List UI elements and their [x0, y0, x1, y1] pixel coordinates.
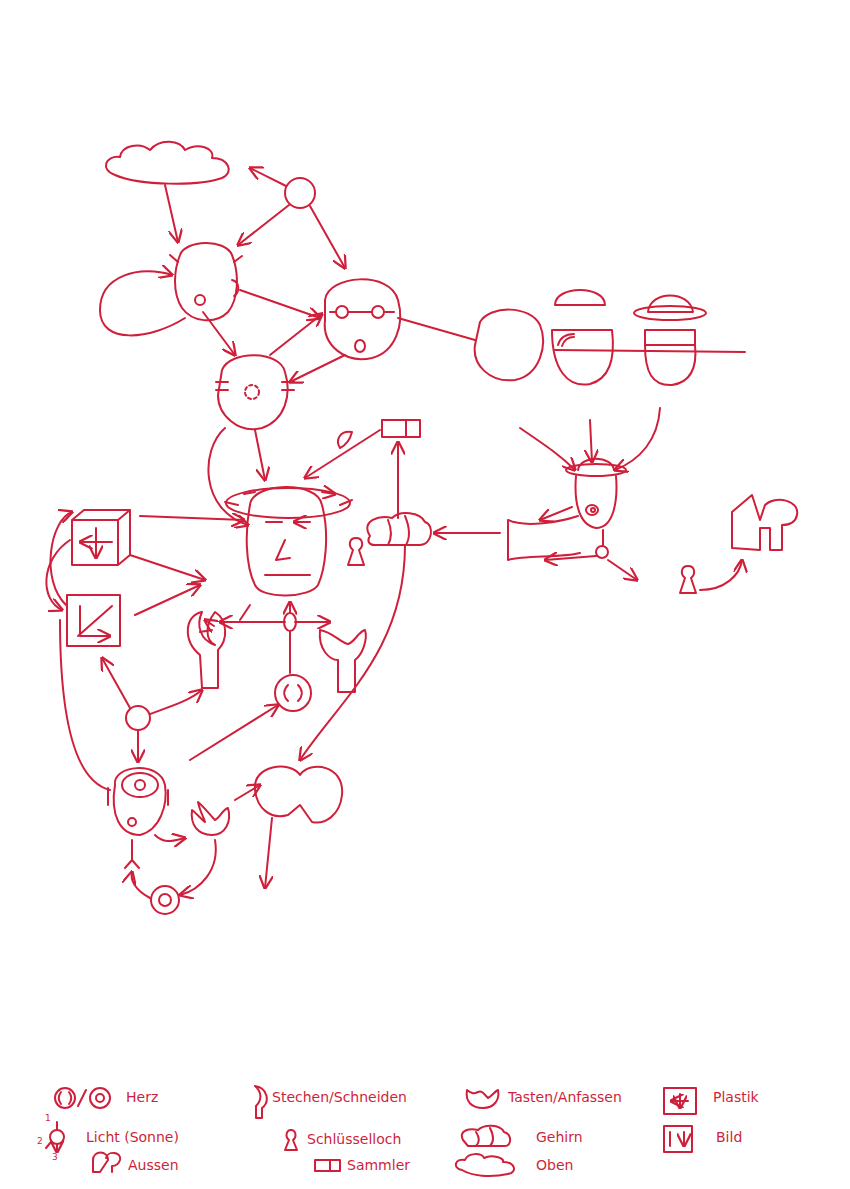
legend-text: Sammler [347, 1157, 410, 1174]
book [508, 516, 580, 560]
legend-symbols [46, 1086, 696, 1176]
head [175, 243, 237, 320]
callout-number: 3 [52, 1152, 58, 1163]
heart [151, 886, 179, 914]
heart [275, 675, 311, 711]
picture [67, 595, 120, 646]
egg [475, 310, 543, 381]
legend-text: Tasten/Anfassen [508, 1089, 622, 1106]
legend-text: Oben [536, 1157, 573, 1174]
touch-hand [320, 630, 366, 692]
brain [367, 513, 431, 545]
legend-text: Gehirn [536, 1129, 583, 1146]
stab-hand [188, 612, 225, 688]
sculpture [72, 510, 130, 565]
callout-number: 1 [45, 1113, 51, 1124]
head [325, 279, 400, 359]
touch-hand [192, 802, 229, 835]
legend-text: Schlüsselloch [307, 1131, 401, 1148]
pot [552, 330, 613, 385]
collector [382, 420, 420, 437]
legend-text: Licht (Sonne) [86, 1129, 179, 1146]
head [114, 768, 166, 835]
sun [126, 706, 150, 730]
pot [645, 345, 695, 385]
head [218, 355, 288, 429]
cloud [106, 142, 229, 184]
legend-text: Herz [126, 1089, 158, 1106]
outside [255, 767, 342, 823]
keyhole [348, 538, 364, 565]
legend-text: Bild [716, 1129, 742, 1146]
callout-number: 2 [37, 1136, 43, 1147]
legend-text: Aussen [128, 1157, 179, 1174]
legend-text: Stechen/Schneiden [272, 1089, 407, 1106]
sun [285, 178, 315, 208]
outside [732, 495, 797, 550]
head [247, 487, 326, 596]
keyhole [680, 566, 696, 593]
legend-text: Plastik [713, 1089, 759, 1106]
